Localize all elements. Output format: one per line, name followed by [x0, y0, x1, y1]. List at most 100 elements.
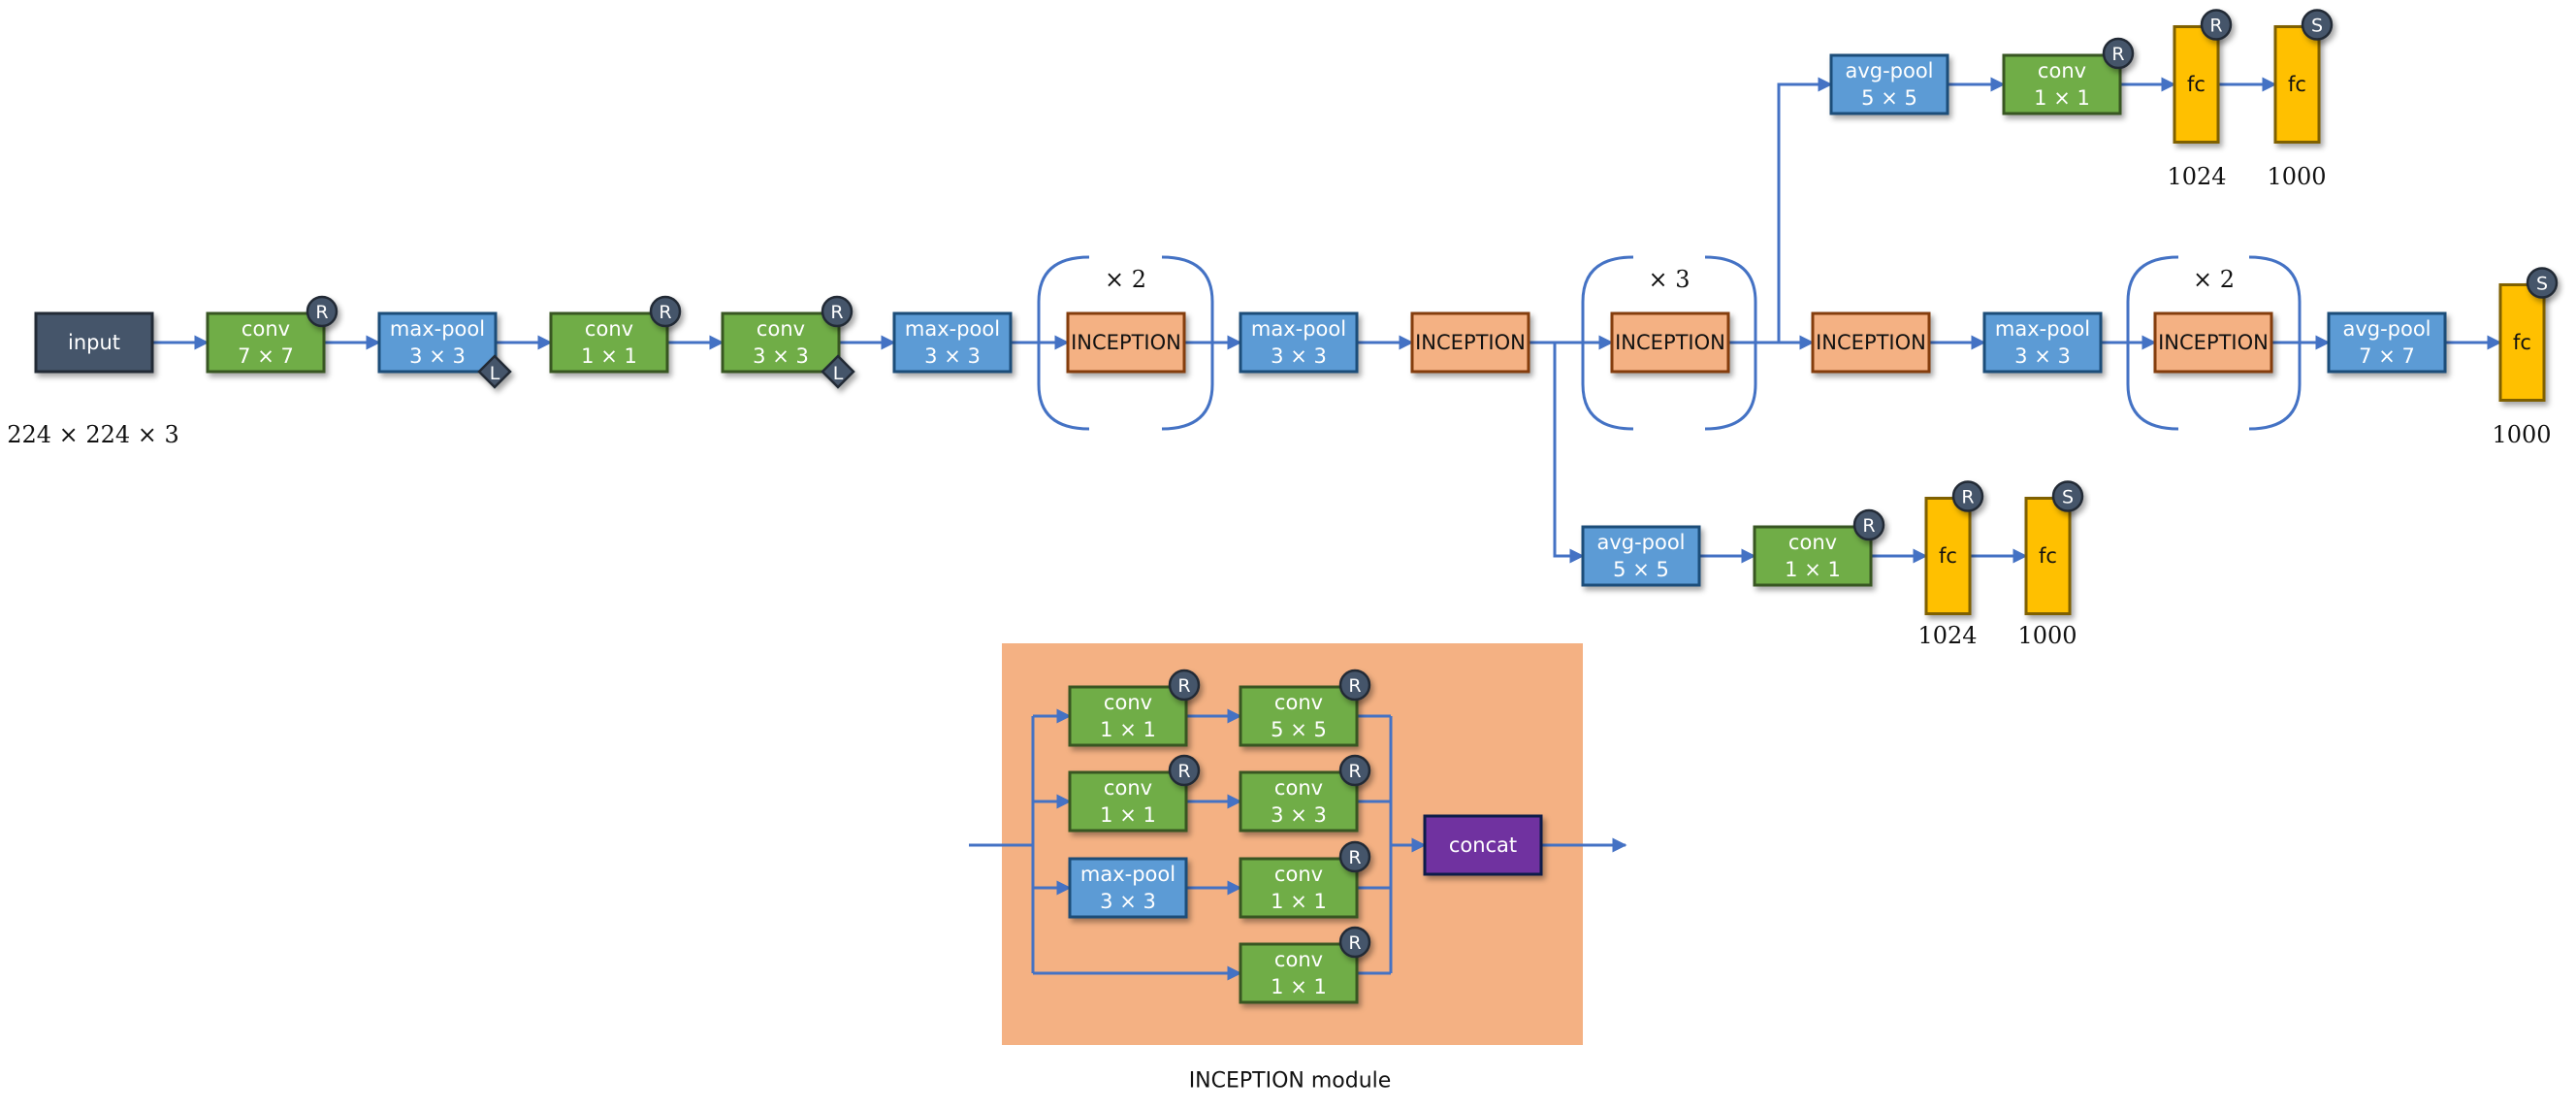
fc-box [2498, 283, 2546, 402]
node-sublabel: 1 × 1 [1271, 890, 1327, 913]
relu-badge-icon: R [1951, 480, 1984, 512]
softmax-badge-icon: S [2301, 9, 2334, 41]
badge-letter: S [2536, 274, 2548, 295]
relu-badge-icon: R [1168, 669, 1201, 702]
pool-box [1581, 525, 1701, 587]
node-label: conv [1274, 863, 1323, 886]
node-aux1-fc1: fc R [1924, 480, 1984, 615]
inception-box [2153, 311, 2273, 374]
conv-box [1068, 770, 1188, 833]
pool-box [1239, 311, 1359, 374]
bracket-left [1581, 255, 1634, 431]
conv-box [1239, 685, 1359, 747]
node-m-pool: max-pool 3 × 3 [1068, 857, 1188, 919]
badge-letter: S [2062, 487, 2074, 508]
relu-badge-icon: R [2102, 37, 2135, 70]
bracket-left [2126, 255, 2179, 431]
node-sublabel: 3 × 3 [1271, 344, 1327, 368]
bracket-right [2248, 255, 2302, 431]
badge-letter: R [2111, 44, 2124, 65]
node-label: avg-pool [2342, 317, 2431, 341]
relu-badge-icon: R [1338, 926, 1371, 959]
node-label: INCEPTION [1816, 331, 1926, 354]
node-label: fc [1939, 544, 1957, 568]
fc-box [2173, 25, 2220, 144]
inception-box [1811, 311, 1931, 374]
arrow-branch-to-aux-bottom [1553, 343, 1585, 564]
node-input: input [34, 311, 154, 374]
pool-box [377, 311, 498, 374]
relu-badge-icon: R [2200, 9, 2233, 41]
repeat-count-label: × 3 [1648, 266, 1690, 293]
node-sublabel: 1 × 1 [1100, 718, 1156, 741]
fc-box [1924, 497, 1972, 615]
relu-badge-icon: R [649, 295, 682, 328]
node-sublabel: 3 × 3 [2014, 344, 2071, 368]
node-fc-out: fc S [2498, 267, 2559, 402]
node-aux1-fc2: fcS [2024, 480, 2084, 615]
node-sublabel: 3 × 3 [409, 344, 466, 368]
conv-box [1239, 857, 1359, 919]
node-sublabel: 1 × 1 [581, 344, 637, 368]
conv-box [721, 311, 841, 374]
conv-box [1068, 685, 1188, 747]
relu-badge-icon: R [821, 295, 853, 328]
relu-badge-icon: R [1168, 754, 1201, 787]
badge-letter: R [659, 302, 671, 323]
repeat-bracket: × 2 [2126, 255, 2302, 431]
aux-bottom-fc2-dimension-label: 1000 [2017, 622, 2077, 649]
node-label: max-pool [1995, 317, 2090, 341]
diamond-letter: L [490, 363, 500, 384]
lrn-diamond-icon: L [477, 354, 512, 389]
badge-letter: R [1177, 675, 1190, 697]
softmax-badge-icon: S [2526, 267, 2559, 299]
node-sublabel: 5 × 5 [1271, 718, 1327, 741]
node-label: max-pool [1080, 863, 1175, 886]
repeat-count-label: × 2 [2193, 266, 2235, 293]
node-label: INCEPTION [1415, 331, 1526, 354]
node-aux2-fc2: fcS [2273, 9, 2334, 144]
node-label: conv [1104, 691, 1152, 714]
inception-box [1066, 311, 1186, 374]
inception-box [1610, 311, 1730, 374]
node-label: conv [1274, 776, 1323, 800]
conv-box [2002, 53, 2122, 115]
node-label: fc [2513, 331, 2531, 354]
badge-letter: R [830, 302, 843, 323]
node-m-concat: concat [1423, 814, 1543, 876]
node-sublabel: 1 × 1 [2034, 86, 2090, 110]
conv-box [1239, 770, 1359, 833]
aux-bottom-fc1-dimension-label: 1024 [1917, 622, 1977, 649]
node-sublabel: 1 × 1 [1785, 558, 1841, 581]
aux-top-fc2-dimension-label: 1000 [2267, 163, 2326, 190]
badge-letter: R [1348, 932, 1361, 954]
pool-box [1829, 53, 1949, 115]
node-label: max-pool [1251, 317, 1346, 341]
bracket-left [1037, 255, 1090, 431]
node-inc4e: INCEPTION [1811, 311, 1931, 374]
node-label: input [68, 331, 120, 354]
node-label: INCEPTION [1615, 331, 1725, 354]
node-label: conv [1274, 691, 1323, 714]
repeat-count-label: × 2 [1105, 266, 1146, 293]
badge-letter: R [1348, 761, 1361, 782]
node-sublabel: 7 × 7 [2359, 344, 2415, 368]
node-inc5: INCEPTION [2153, 311, 2273, 374]
node-sublabel: 3 × 3 [1100, 890, 1156, 913]
badge-letter: R [1348, 675, 1361, 697]
node-label: INCEPTION [1071, 331, 1181, 354]
badge-letter: R [1862, 515, 1875, 537]
node-inc4bcd: INCEPTION [1610, 311, 1730, 374]
node-sublabel: 1 × 1 [1100, 803, 1156, 827]
node-label: max-pool [905, 317, 1000, 341]
badge-letter: R [1961, 487, 1974, 508]
conv-box [1753, 525, 1873, 587]
node-label: INCEPTION [2158, 331, 2269, 354]
